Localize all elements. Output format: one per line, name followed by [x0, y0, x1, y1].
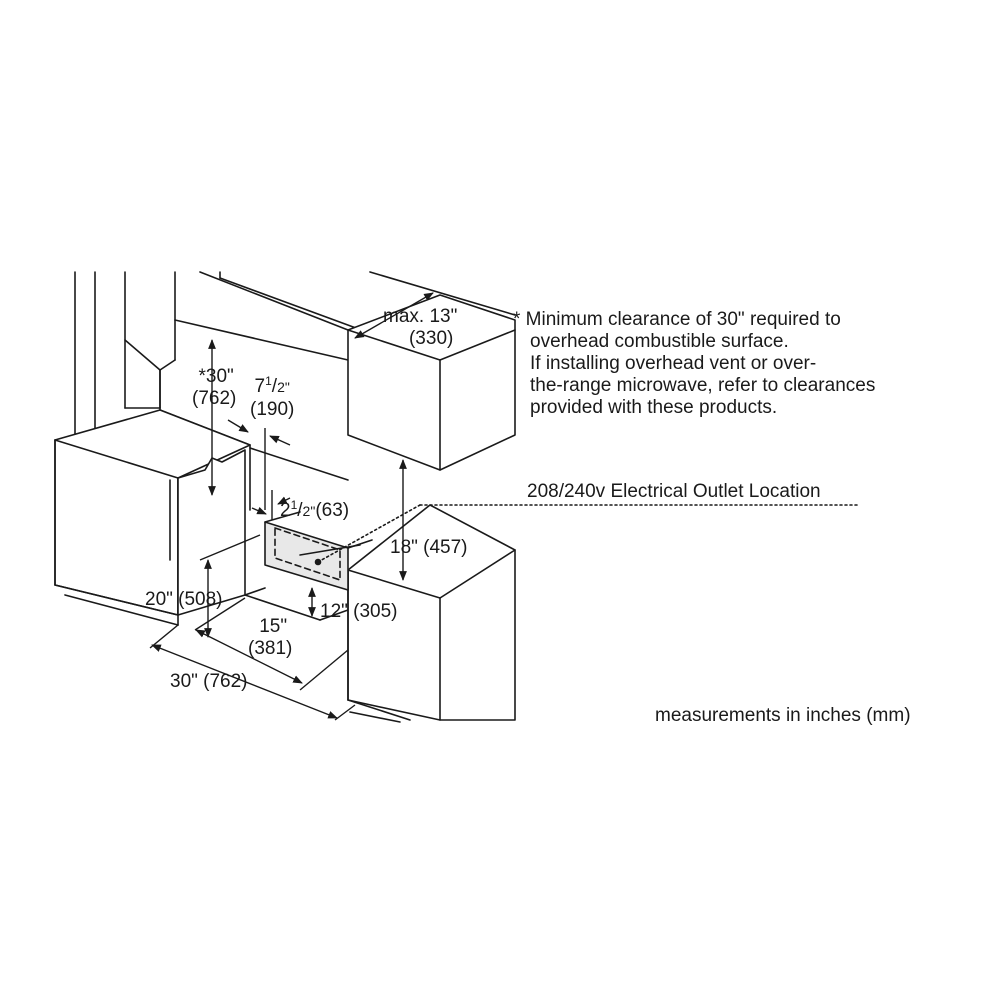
dim-thirty-label: 30" (762): [170, 671, 248, 692]
dim-7half-den: 2": [277, 379, 290, 395]
dim-max13-label: max. 13" (330): [383, 306, 457, 350]
dim-2half-left-arrow: [251, 506, 267, 515]
dim-30-ext-right: [334, 704, 356, 721]
upper-wall-cabinet: [174, 271, 516, 361]
dim-20-ext: [199, 534, 261, 561]
dim-2half-num: 1: [290, 498, 298, 512]
dim-2half-mm: (63): [315, 500, 350, 521]
dimension-lines: [149, 292, 434, 721]
dim-max13-in: max. 13": [383, 306, 458, 327]
outlet-point: [314, 558, 322, 566]
right-base-cabinet: [347, 504, 516, 723]
dim-15-ext-left: [194, 597, 246, 631]
dim-20-label: 20" (508): [145, 589, 223, 610]
dim-2half-label: 21/2"(63): [280, 498, 350, 521]
dim-30-line: [151, 644, 338, 719]
left-base-cabinet: [54, 409, 251, 626]
dim-2half-right-arrow: [277, 496, 291, 505]
dim-7half-whole: 7: [254, 376, 266, 397]
dim-30-mm: (762): [192, 388, 237, 409]
dim-7half-num: 1: [265, 374, 272, 388]
note-line-3: If installing overhead vent or over-: [530, 353, 817, 374]
note-line-2: overhead combustible surface.: [530, 331, 789, 352]
dim-30-label: *30" (762): [192, 366, 236, 410]
dim-15-label: 15" (381): [248, 616, 292, 660]
note-line-1: * Minimum clearance of 30" required to: [513, 309, 841, 330]
note-line-5: provided with these products.: [530, 397, 778, 418]
overhead-box: [347, 294, 516, 471]
dim-7half-left-arrow: [227, 419, 249, 433]
clearance-note: * Minimum clearance of 30" required to o…: [513, 309, 875, 419]
dim-2half-whole: 2: [280, 500, 291, 521]
dim-max13-line: [354, 292, 434, 339]
dim-7half-mm: (190): [250, 399, 295, 420]
note-line-4: the-range microwave, refer to clearances: [530, 375, 876, 396]
dim-7half-label: 71/2" (190): [250, 374, 295, 421]
outlet-box: [264, 511, 373, 591]
dim-18-label: 18" (457): [390, 537, 468, 558]
dim-7half-in: 71/2": [254, 374, 290, 397]
dim-30-ext-left: [149, 624, 179, 649]
dim-max13-mm: (330): [408, 328, 454, 349]
dim-30-in: *30": [198, 366, 234, 387]
dim-7half-right-arrow: [269, 435, 291, 446]
outlet-location-label: 208/240v Electrical Outlet Location: [527, 481, 821, 502]
dim-2half-den: 2": [302, 503, 316, 519]
dim-15-in: 15": [259, 616, 288, 637]
cutout-floor: [244, 587, 349, 621]
dim-12-label: 12" (305): [320, 601, 398, 622]
dim-15-ext-right: [299, 649, 349, 691]
dim-15-mm: (381): [248, 638, 293, 659]
units-label: measurements in inches (mm): [655, 705, 911, 726]
